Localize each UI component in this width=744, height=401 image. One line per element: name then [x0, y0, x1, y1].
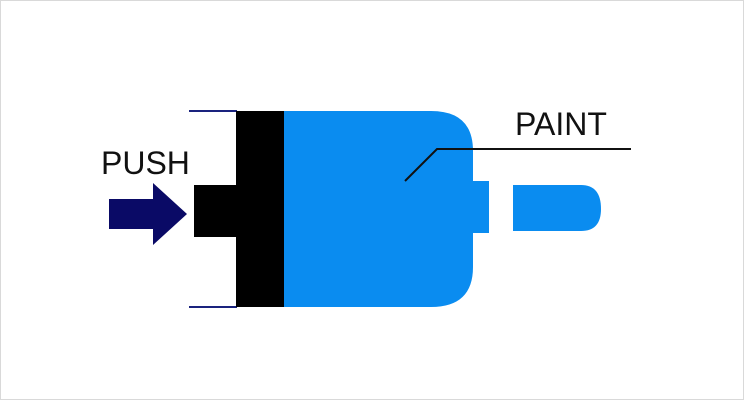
plunger-head	[236, 111, 284, 307]
paint-leader-line	[404, 148, 631, 182]
nozzle-tip	[513, 185, 601, 231]
push-arrow-icon	[109, 183, 187, 245]
paint-body	[284, 111, 489, 307]
plunger-stem	[194, 185, 238, 237]
paint-label: PAINT	[515, 106, 607, 142]
push-label: PUSH	[101, 145, 190, 181]
